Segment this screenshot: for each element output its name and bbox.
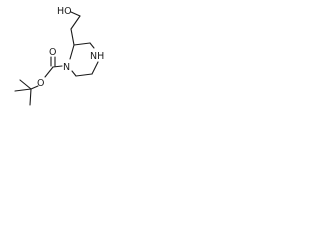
bond-c2-c3	[73, 42, 91, 46]
atom-labels: HO NH N O O	[37, 6, 104, 89]
bond-cq-me-down	[29, 88, 32, 106]
bond-c3-nh	[89, 42, 95, 49]
molecule-drawing: HO NH N O O	[14, 6, 104, 106]
bond-c6-n1	[71, 70, 77, 77]
bond-ch2-ringc	[70, 28, 75, 46]
hydroxyl-label: HO	[57, 6, 72, 17]
bond-nh-c5	[91, 61, 99, 75]
amine-label: NH	[90, 51, 104, 62]
bond-n1-carbonylc	[52, 65, 63, 68]
ester-oxygen-label: O	[37, 78, 44, 89]
bonds	[14, 11, 99, 106]
ring-nitrogen-label: N	[63, 62, 70, 73]
bond-n1-c2	[69, 44, 75, 60]
bond-cq-me-left	[14, 88, 32, 92]
bond-o-ch2	[70, 11, 81, 17]
bond-c5-c6	[75, 73, 93, 77]
bond-oester-cq	[30, 85, 39, 90]
bond-c-oester	[44, 66, 54, 78]
structure-diagram: HO NH N O O	[0, 0, 126, 113]
bond-ch2-ch2	[70, 15, 81, 30]
bond-cq-me-up	[19, 79, 32, 90]
carbonyl-oxygen-label: O	[49, 47, 56, 58]
